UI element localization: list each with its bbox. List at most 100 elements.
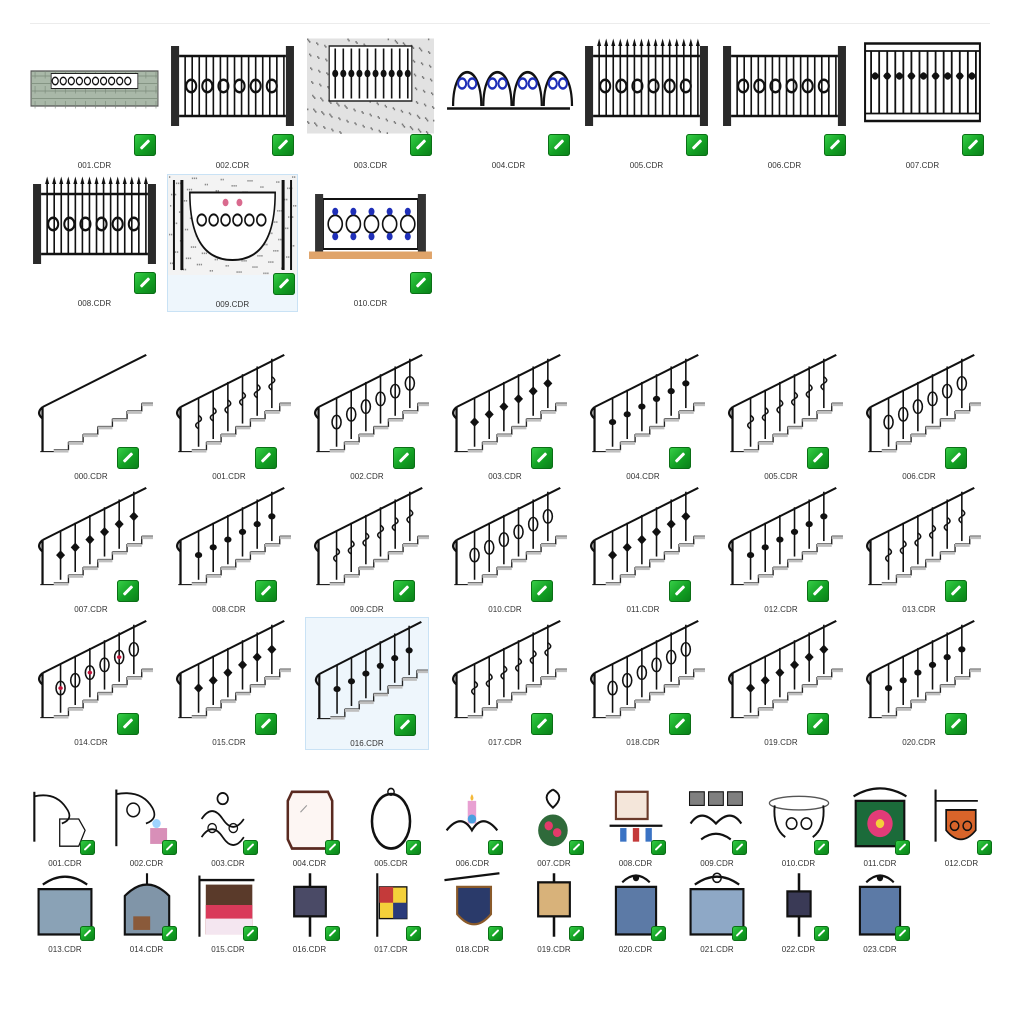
file-tile-stair-railing[interactable]: 015.CDR [167, 617, 291, 750]
stair-railing-thumbnail [857, 484, 981, 602]
file-tile-sign[interactable]: 010.CDR [762, 785, 836, 871]
file-tile-fence[interactable]: 006.CDR [719, 36, 850, 174]
file-tile-sign[interactable]: 005.CDR [354, 785, 428, 871]
file-tile-sign[interactable]: 013.CDR [28, 871, 102, 957]
coreldraw-file-icon [272, 134, 294, 156]
file-tile-stair-railing[interactable]: 003.CDR [443, 351, 567, 484]
fence-thumbnail [719, 36, 850, 136]
file-name-label: 022.CDR [781, 945, 816, 954]
stair-railing-thumbnail [305, 484, 429, 602]
file-tile-stair-railing[interactable]: 000.CDR [29, 351, 153, 484]
file-tile-sign[interactable]: 020.CDR [599, 871, 673, 957]
stair-railing-thumbnail [581, 351, 705, 469]
file-tile-stair-railing[interactable]: 018.CDR [581, 617, 705, 750]
file-tile-stair-railing[interactable]: 012.CDR [719, 484, 843, 617]
file-tile-sign[interactable]: 003.CDR [191, 785, 265, 871]
file-tile-sign[interactable]: 009.CDR [680, 785, 754, 871]
file-tile-stair-railing[interactable]: 001.CDR [167, 351, 291, 484]
file-name-label: 014.CDR [129, 945, 164, 954]
file-name-label: 015.CDR [211, 945, 245, 954]
coreldraw-file-icon [134, 134, 156, 156]
file-tile-stair-railing[interactable]: 005.CDR [719, 351, 843, 484]
coreldraw-file-icon [807, 447, 829, 469]
coreldraw-file-icon [669, 447, 691, 469]
file-tile-sign[interactable]: 001.CDR [28, 785, 102, 871]
file-tile-sign[interactable]: 014.CDR [110, 871, 184, 957]
fence-thumbnail [168, 175, 297, 275]
stair-railing-thumbnail [719, 617, 843, 735]
file-tile-sign[interactable]: 023.CDR [843, 871, 917, 957]
file-name-label: 020.CDR [902, 738, 936, 747]
file-name-label: 005.CDR [629, 161, 664, 170]
fence-thumbnail [305, 174, 436, 274]
coreldraw-file-icon [669, 580, 691, 602]
file-tile-stair-railing[interactable]: 008.CDR [167, 484, 291, 617]
file-tile-stair-railing[interactable]: 011.CDR [581, 484, 705, 617]
file-tile-stair-railing[interactable]: 020.CDR [857, 617, 981, 750]
coreldraw-file-icon [686, 134, 708, 156]
file-tile-fence[interactable]: 009.CDR [167, 174, 298, 312]
sign-thumbnail [843, 785, 917, 853]
file-tile-sign[interactable]: 019.CDR [517, 871, 591, 957]
stair-railing-thumbnail [443, 617, 567, 735]
file-name-label: 019.CDR [537, 945, 571, 954]
file-tile-sign[interactable]: 002.CDR [110, 785, 184, 871]
file-tile-fence[interactable]: 008.CDR [29, 174, 160, 312]
stair-railing-thumbnail [167, 617, 291, 735]
file-tile-fence[interactable]: 004.CDR [443, 36, 574, 174]
file-tile-stair-railing[interactable]: 009.CDR [305, 484, 429, 617]
file-name-label: 014.CDR [74, 738, 108, 747]
file-tile-stair-railing[interactable]: 002.CDR [305, 351, 429, 484]
sign-thumbnail [110, 871, 184, 939]
file-name-label: 003.CDR [488, 472, 522, 481]
file-tile-sign[interactable]: 015.CDR [191, 871, 265, 957]
file-tile-fence[interactable]: 005.CDR [581, 36, 712, 174]
file-tile-sign[interactable]: 008.CDR [599, 785, 673, 871]
file-tile-sign[interactable]: 012.CDR [925, 785, 999, 871]
file-name-label: 015.CDR [212, 738, 246, 747]
coreldraw-file-icon [487, 840, 503, 855]
coreldraw-file-icon [824, 134, 846, 156]
file-name-label: 007.CDR [74, 605, 108, 614]
file-tile-sign[interactable]: 006.CDR [436, 785, 510, 871]
file-tile-sign[interactable]: 016.CDR [273, 871, 347, 957]
file-name-label: 018.CDR [626, 738, 660, 747]
file-tile-sign[interactable]: 018.CDR [436, 871, 510, 957]
coreldraw-file-icon [807, 713, 829, 735]
file-tile-sign[interactable]: 021.CDR [680, 871, 754, 957]
coreldraw-file-icon [548, 134, 570, 156]
coreldraw-file-icon [945, 713, 967, 735]
sign-thumbnail [762, 785, 836, 853]
file-tile-stair-railing[interactable]: 013.CDR [857, 484, 981, 617]
file-name-label: 004.CDR [491, 161, 526, 170]
coreldraw-file-icon [962, 134, 984, 156]
file-tile-stair-railing[interactable]: 007.CDR [29, 484, 153, 617]
coreldraw-file-icon [650, 840, 666, 855]
file-name-label: 021.CDR [700, 945, 734, 954]
file-tile-stair-railing[interactable]: 016.CDR [305, 617, 429, 750]
top-divider [30, 23, 990, 24]
file-tile-sign[interactable]: 011.CDR [843, 785, 917, 871]
file-tile-fence[interactable]: 003.CDR [305, 36, 436, 174]
file-tile-fence[interactable]: 001.CDR [29, 36, 160, 174]
file-tile-stair-railing[interactable]: 017.CDR [443, 617, 567, 750]
file-tile-fence[interactable]: 007.CDR [857, 36, 988, 174]
file-tile-stair-railing[interactable]: 019.CDR [719, 617, 843, 750]
file-tile-sign[interactable]: 007.CDR [517, 785, 591, 871]
file-tile-stair-railing[interactable]: 004.CDR [581, 351, 705, 484]
file-name-label: 010.CDR [353, 299, 388, 308]
coreldraw-file-icon [134, 272, 156, 294]
stair-railing-thumbnail [581, 617, 705, 735]
file-name-label: 012.CDR [944, 859, 979, 868]
file-tile-sign[interactable]: 022.CDR [762, 871, 836, 957]
file-name-label: 001.CDR [48, 859, 82, 868]
file-tile-stair-railing[interactable]: 014.CDR [29, 617, 153, 750]
sign-thumbnail [762, 871, 836, 939]
file-tile-fence[interactable]: 010.CDR [305, 174, 436, 312]
file-name-label: 007.CDR [537, 859, 571, 868]
file-tile-sign[interactable]: 004.CDR [273, 785, 347, 871]
file-tile-sign[interactable]: 017.CDR [354, 871, 428, 957]
file-tile-stair-railing[interactable]: 006.CDR [857, 351, 981, 484]
file-tile-stair-railing[interactable]: 010.CDR [443, 484, 567, 617]
file-tile-fence[interactable]: 002.CDR [167, 36, 298, 174]
